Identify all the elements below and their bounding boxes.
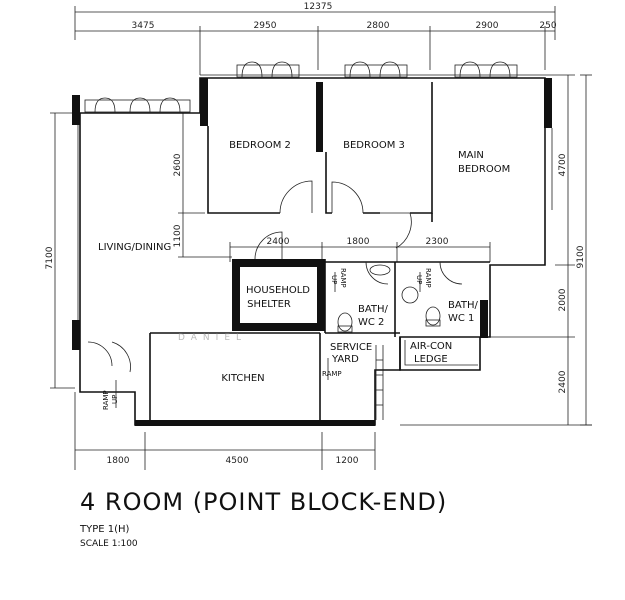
label-kitchen: KITCHEN [221,373,264,384]
dim-right-9100: 9100 [576,245,586,268]
dim-bottom-1: 1800 [107,456,130,466]
door-swings [87,180,463,373]
plan-title: 4 ROOM (POINT BLOCK-END) [80,488,448,516]
dim-left-1100: 1100 [173,224,183,247]
plan-type: TYPE 1(H) [80,524,130,535]
label-bedroom-2: BEDROOM 2 [229,140,291,151]
wall-shelter-left [232,259,240,331]
wall-bedroom-divider [316,82,323,152]
label-up-bath1: UP [415,275,423,284]
label-ramp-entrance: RAMP [102,390,110,410]
fixtures [115,264,441,420]
dim-interior-2300: 2300 [426,237,449,247]
dim-top-4: 2900 [476,21,499,31]
dim-right-2000: 2000 [558,288,568,311]
dim-left-2600: 2600 [173,153,183,176]
dim-right-4700: 4700 [558,153,568,176]
dim-bottom-3: 1200 [336,456,359,466]
label-bath2-line1: BATH/ [358,304,389,315]
label-service-yard-line2: YARD [331,354,359,365]
dim-overall-top: 12375 [304,2,333,12]
label-up-bath2: UP [330,275,338,284]
label-bath2-line2: WC 2 [358,317,384,328]
dim-top-3: 2800 [367,21,390,31]
label-main-bedroom-line2: BEDROOM [458,164,510,175]
label-living-dining: LIVING/DINING [98,242,171,253]
dim-interior-1800: 1800 [347,237,370,247]
wall-bottom [135,420,375,426]
wall-left-lower [72,320,80,350]
label-aircon-line2: LEDGE [414,354,448,365]
dim-top-2: 2950 [254,21,277,31]
dim-bottom-2: 4500 [226,456,249,466]
label-shelter-line2: SHELTER [247,299,291,310]
label-service-yard-line1: SERVICE [330,342,372,353]
dimension-labels: 12375 3475 2950 2800 2900 250 7100 2600 … [45,2,586,466]
dim-right-2400: 2400 [558,370,568,393]
wall-right-upper [544,78,552,128]
wall-right-lower [480,300,488,338]
wall-shelter-bottom [232,323,325,331]
toilet-icon [425,306,441,326]
label-ramp-service: RAMP [322,370,342,378]
label-bath1-line2: WC 1 [448,313,474,324]
wall-shelter-right [317,259,325,331]
label-bath1-line1: BATH/ [448,300,479,311]
label-ramp-bath1: RAMP [424,268,432,288]
dim-left-overall: 7100 [45,246,55,269]
dim-top-1: 3475 [132,21,155,31]
walls [72,74,555,426]
dimension-lines [50,6,592,470]
basin-icon [401,286,419,304]
wall-shelter-top [232,259,325,267]
room-labels: BEDROOM 2 BEDROOM 3 MAIN BEDROOM LIVING/… [98,140,510,410]
label-bedroom-3: BEDROOM 3 [343,140,405,151]
basin-icon [369,264,391,276]
label-main-bedroom-line1: MAIN [458,150,484,161]
label-aircon-line1: AIR-CON [410,341,452,352]
label-shelter-line1: HOUSEHOLD [246,285,310,296]
label-up-entrance: UP [111,395,119,404]
label-ramp-bath2: RAMP [339,268,347,288]
toilet-icon [337,312,353,332]
dim-top-5: 250 [539,21,556,31]
dim-interior-2400: 2400 [267,237,290,247]
wall-top-bedroom2-left [200,78,208,126]
windows [77,61,518,320]
watermark-text: DANIEL [178,333,247,343]
wall-left-upper [72,95,80,125]
plan-scale: SCALE 1:100 [80,539,138,549]
